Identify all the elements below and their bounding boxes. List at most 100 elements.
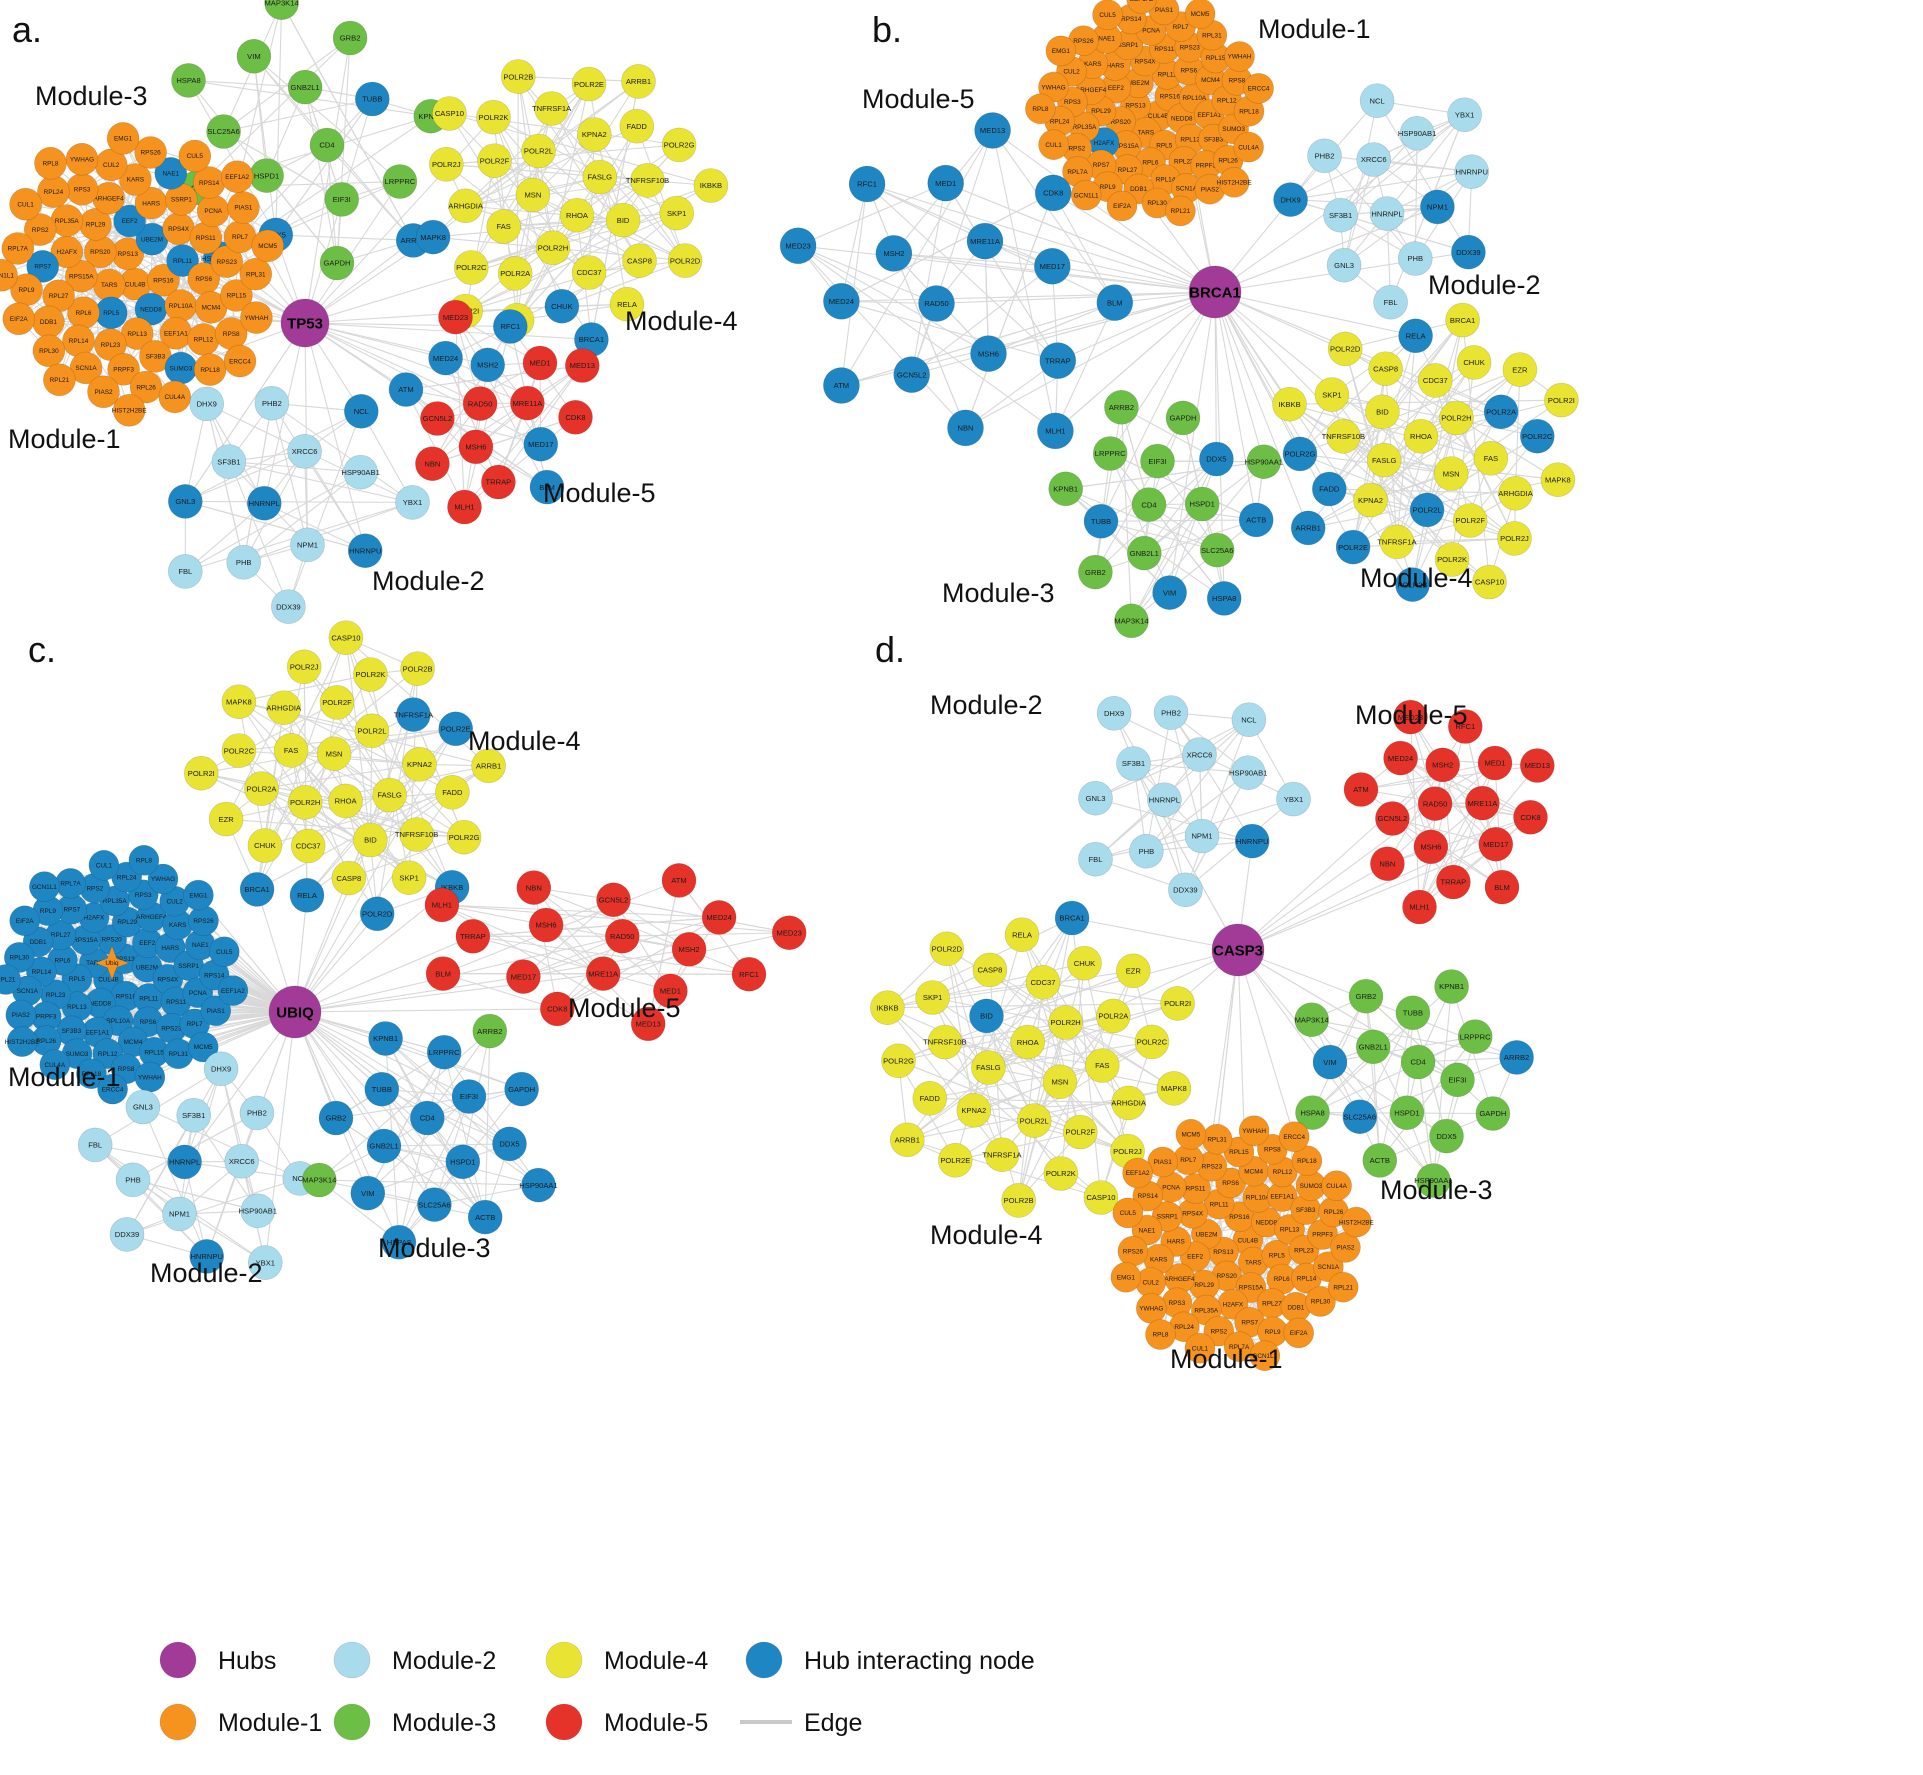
hub-edge: [798, 245, 1216, 293]
node-polr2e: [571, 66, 607, 102]
edge: [840, 183, 868, 386]
node-msh6: [528, 907, 564, 943]
legend-label-edge: Edge: [804, 1709, 862, 1737]
node-rpl8: [128, 844, 160, 876]
edge: [348, 836, 465, 879]
edge: [290, 637, 347, 751]
node-rela: [1004, 917, 1040, 953]
node-phb2: [239, 1095, 275, 1131]
panel-a: CD4HSPD1GNB2L1EIF3ISLC25A6TUBBDDX5VIMLRP…: [0, 0, 738, 624]
node-mcm5: [1184, 0, 1216, 29]
node-kpna2: [576, 117, 612, 152]
node-gnb2l1: [366, 1128, 402, 1164]
panel-c-labels: Module-4Module-1Module-2Module-3Module-5…: [8, 629, 681, 1288]
node-med1: [522, 345, 558, 381]
legend-swatch-module-1: [159, 1703, 197, 1741]
node-kars: [119, 163, 152, 196]
edge: [841, 192, 1054, 302]
node-rhoa: [328, 783, 363, 819]
node-polr2i: [184, 755, 219, 791]
edge: [929, 1064, 1103, 1099]
node-tnfrsf1a: [1379, 524, 1415, 560]
edge: [1392, 818, 1503, 888]
edge: [1343, 114, 1466, 266]
edge: [220, 1068, 259, 1211]
node-cdk8: [1513, 799, 1548, 835]
node-hnrnpu: [347, 533, 383, 569]
edge: [287, 411, 362, 607]
node-gnb2l1: [287, 69, 323, 105]
node-msh2: [470, 347, 506, 383]
node-grb2: [1348, 978, 1384, 1014]
node-med1: [653, 973, 688, 1009]
hub-label-tp53: TP53: [287, 315, 323, 332]
node-polr2d: [667, 243, 703, 278]
node-hist2h2be: [6, 1026, 38, 1057]
edge: [613, 899, 790, 934]
edge: [367, 1143, 510, 1194]
edge: [432, 365, 583, 465]
node-gcn5l2: [893, 356, 931, 393]
node-ncl: [343, 393, 379, 429]
edge: [523, 935, 623, 978]
edge: [1494, 762, 1503, 888]
node-arrb2: [1104, 389, 1139, 425]
node-rpl31: [239, 257, 273, 291]
node-rpl18: [193, 353, 227, 386]
edge: [517, 76, 534, 195]
node-faslg: [971, 1050, 1006, 1085]
edge: [1290, 171, 1472, 201]
hub-edge: [304, 181, 401, 324]
node-polr2b: [1395, 567, 1430, 602]
edge: [497, 365, 583, 483]
edge: [503, 134, 595, 227]
node-eef1a2: [1126, 0, 1157, 14]
edge: [464, 416, 576, 508]
edge: [1184, 719, 1250, 890]
node-xrcc6: [287, 433, 322, 469]
node-ybx1: [1447, 97, 1482, 132]
node-lrpprc: [1092, 436, 1128, 471]
node-eif2a: [9, 905, 41, 937]
node-rps2: [23, 213, 57, 246]
edge: [1450, 399, 1562, 475]
hub-node-tp53: [280, 298, 330, 348]
node-msh6: [1413, 829, 1449, 865]
node-polr2e: [438, 711, 474, 747]
node-hsp90aa1: [521, 1167, 556, 1203]
node-rad50: [1417, 786, 1453, 821]
hub-edge: [304, 37, 351, 324]
node-rpl5: [94, 296, 128, 330]
node-casp8: [1368, 351, 1403, 387]
node-polr2l: [1409, 492, 1445, 528]
node-kpnb1: [1434, 969, 1469, 1004]
module-label-a-module-1: Module-1: [8, 424, 121, 454]
edge: [1052, 192, 1116, 303]
node-atm: [823, 367, 860, 404]
hub-edge: [304, 116, 494, 324]
node-brca1: [239, 872, 275, 907]
node-cd4: [1400, 1044, 1436, 1080]
edge: [1065, 488, 1170, 593]
edge: [228, 461, 413, 503]
edge: [1376, 100, 1469, 253]
edge: [588, 134, 595, 273]
module-label-b-module-4: Module-4: [1360, 563, 1473, 593]
node-rpl31: [1201, 1124, 1233, 1155]
edge: [398, 1052, 445, 1243]
node-kpna2: [956, 1092, 992, 1128]
node-gcn5l2: [1375, 801, 1410, 836]
hub-edge: [294, 1011, 522, 1090]
node-pias1: [227, 191, 260, 224]
node-tnfrsf10b: [927, 1024, 963, 1060]
node-rfc1: [848, 165, 886, 203]
node-kpnb1: [368, 1021, 403, 1056]
node-ddx39: [109, 1217, 145, 1252]
edge: [1042, 981, 1178, 1004]
node-rad50: [918, 285, 955, 322]
node-prpf3: [107, 352, 140, 386]
edge: [1281, 1221, 1357, 1280]
hub-edge: [1205, 949, 1239, 1235]
